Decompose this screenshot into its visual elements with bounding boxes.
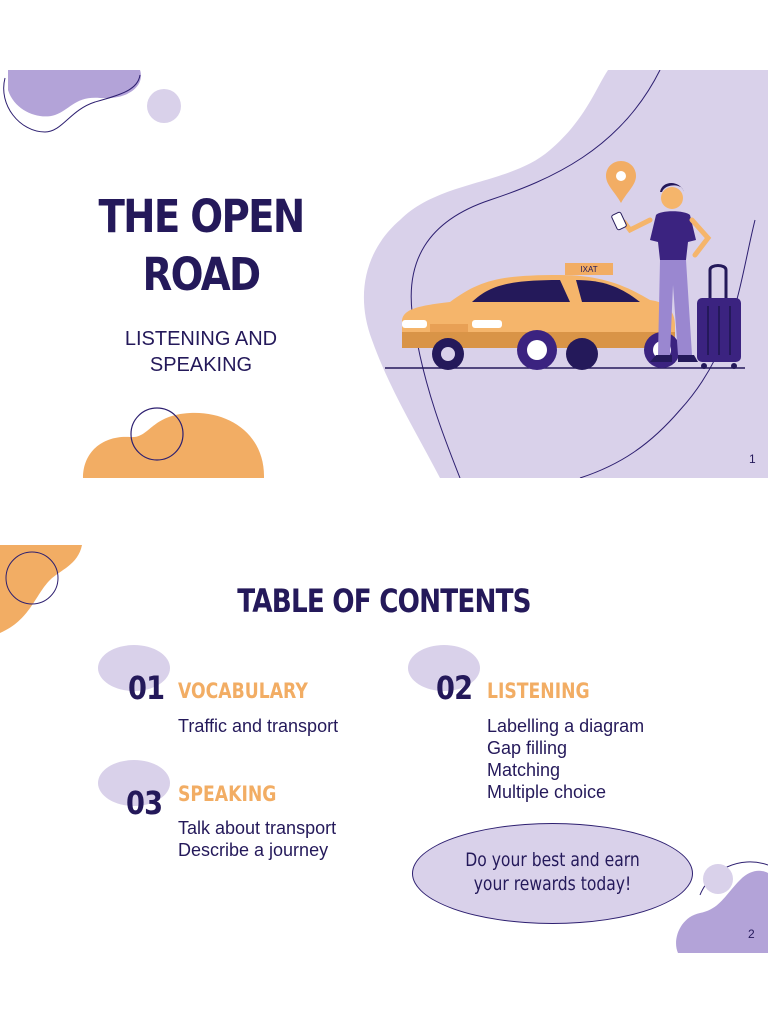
list-item: Gap filling	[487, 738, 568, 758]
slide-1: THE OPEN ROAD LISTENING AND SPEAKING IXA…	[0, 70, 768, 478]
location-pin-icon	[606, 161, 636, 203]
title: THE OPEN ROAD	[80, 188, 323, 304]
section-heading-vocabulary: VOCABULARY	[178, 679, 308, 703]
section-number-01: 01	[128, 669, 165, 707]
callout-line-2: your rewards today!	[473, 873, 632, 895]
list-item: Matching	[487, 760, 561, 780]
section-heading-listening: LISTENING	[487, 679, 590, 703]
taxi-icon: IXAT	[402, 263, 680, 370]
taxi-sign-text: IXAT	[580, 265, 597, 274]
hero-illustration: IXAT	[363, 70, 768, 478]
suitcase-icon	[697, 264, 741, 369]
section-number-02: 02	[436, 669, 473, 707]
subtitle-line-1: LISTENING AND	[124, 328, 278, 350]
section-items-listening: Labelling a diagram Gap filling Matching…	[487, 715, 644, 803]
section-blob-01	[98, 645, 170, 691]
callout-text: Do your best and earn your rewards today…	[437, 848, 667, 896]
title-line-2: ROAD	[142, 248, 262, 301]
section-number-03: 03	[126, 784, 163, 822]
page-number: 1	[749, 452, 756, 466]
person-icon	[611, 183, 712, 362]
page-number: 2	[748, 927, 755, 941]
top-left-blob-decoration	[3, 70, 181, 133]
subtitle-line-2: SPEAKING	[149, 354, 253, 376]
callout-line-1: Do your best and earn	[465, 849, 640, 871]
purple-corner-decoration	[676, 861, 768, 953]
section-heading-speaking: SPEAKING	[178, 782, 277, 806]
section-items-speaking: Talk about transport Describe a journey	[178, 817, 336, 861]
orange-blob-decoration	[83, 407, 265, 478]
list-item: Describe a journey	[178, 840, 329, 860]
callout-oval	[412, 823, 693, 924]
list-item: Traffic and transport	[178, 716, 339, 736]
slide-2: TABLE OF CONTENTS 01 VOCABULARY Traffic …	[0, 545, 768, 953]
list-item: Talk about transport	[178, 818, 337, 838]
section-items-vocabulary: Traffic and transport	[178, 715, 338, 737]
title-line-1: THE OPEN	[98, 190, 305, 243]
subtitle: LISTENING AND SPEAKING	[80, 326, 322, 378]
section-blob-02	[408, 645, 480, 691]
section-blob-03	[98, 760, 170, 806]
list-item: Multiple choice	[487, 782, 607, 802]
table-of-contents-title: TABLE OF CONTENTS	[237, 582, 531, 620]
list-item: Labelling a diagram	[487, 716, 645, 736]
orange-corner-decoration	[0, 545, 82, 633]
